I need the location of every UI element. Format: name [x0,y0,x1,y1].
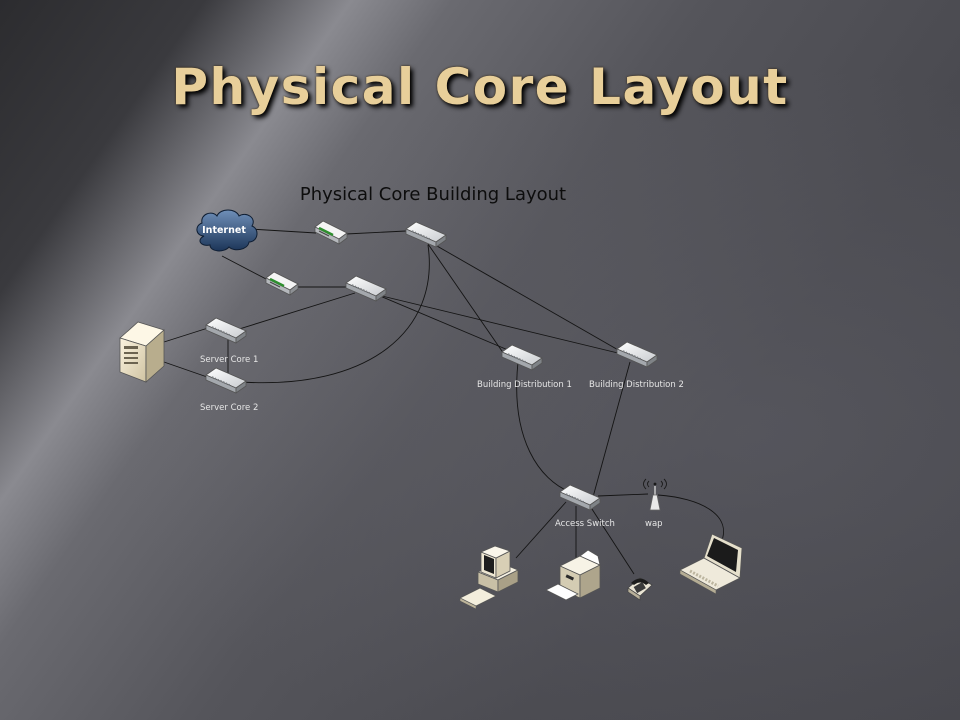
switch-icon [405,221,447,248]
server-core-1-label: Server Core 1 [200,355,258,365]
antenna-icon [643,478,667,511]
link-core-2-dist-2 [381,295,623,355]
building-distribution-2-label: Building Distribution 2 [589,380,684,390]
telephone-icon [627,577,653,601]
printer-icon [545,549,601,601]
switch-icon [205,367,247,394]
link-core-1-dist-2 [429,241,621,352]
link-server-to-server-core-2 [163,361,211,379]
link-core-1-dist-1 [427,243,505,355]
link-router-1-core-switch-1 [345,230,407,235]
link-access-desktop [515,501,567,559]
link-access-wap [597,493,649,497]
wap-label: wap [645,519,663,529]
link-wap-laptop [657,494,724,546]
internet-label: Internet [202,225,246,236]
link-access-telephone [589,505,635,575]
laptop-icon [679,533,743,595]
access-switch-label: Access Switch [555,519,615,529]
router-icon [264,270,300,297]
router-icon [313,219,349,246]
link-dist-1-access [516,361,571,493]
link-internet-router-1 [249,228,317,234]
diagram-title: Physical Core Building Layout [300,184,566,205]
building-distribution-1-label: Building Distribution 1 [477,380,572,390]
switch-icon [501,344,543,371]
connections [163,228,724,575]
link-core-2-dist-1 [379,295,509,351]
cloud-icon [196,209,258,252]
slide-title: Physical Core Layout [171,58,789,116]
link-core-2-server-core-1 [235,292,356,331]
server-core-2-label: Server Core 2 [200,403,258,413]
desktop-computer-icon [459,545,519,610]
switch-icon [205,317,247,344]
link-internet-router-2 [221,255,269,281]
server-icon [119,321,165,383]
link-dist-2-access [589,361,631,509]
switch-icon [559,484,601,511]
switch-icon [616,341,658,368]
link-core-1-server-core-2 [239,244,430,384]
link-server-to-server-core-1 [163,327,209,343]
switch-icon [345,275,387,302]
